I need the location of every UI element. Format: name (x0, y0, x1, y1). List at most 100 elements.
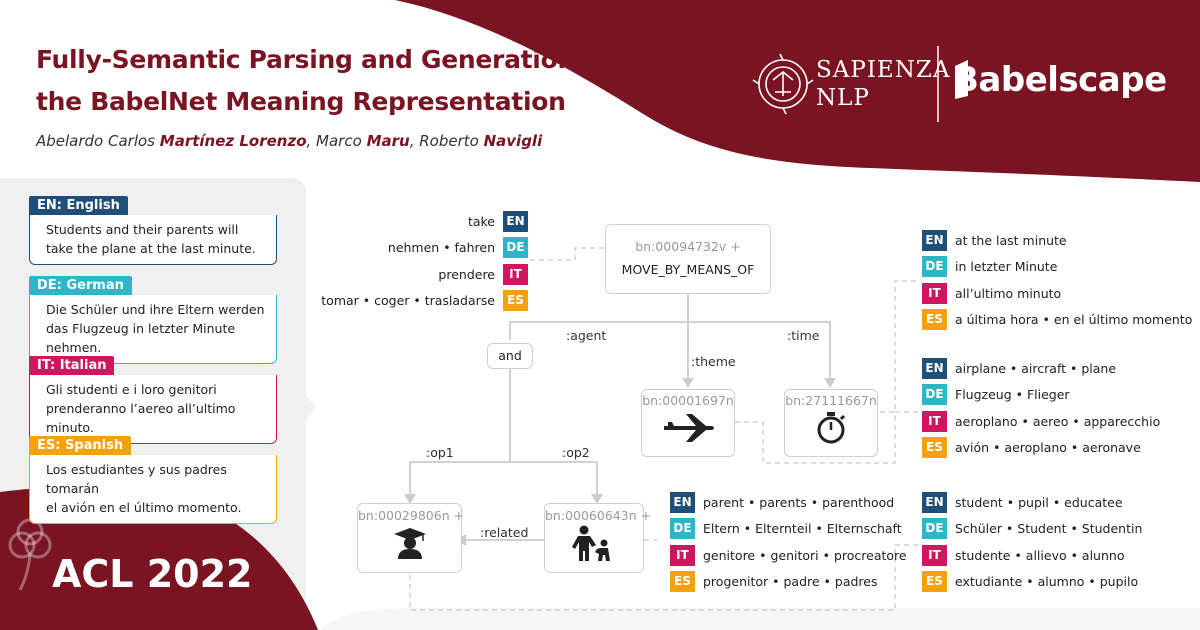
lexicalization-row: ES progenitor • padre • padres (670, 571, 877, 593)
arrow-op1 (404, 494, 416, 504)
stopwatch-icon (817, 412, 846, 444)
language-badge-es: ES (922, 437, 947, 458)
lexicalization-row: IT genitore • genitori • procreatore (670, 544, 907, 566)
sentence-box-body: Gli studenti e i loro genitori prenderann… (29, 375, 277, 444)
node-parent-id: bn:00060643n + (545, 508, 652, 523)
sapienza-logo-text: SAPIENZA (816, 57, 951, 83)
lexicalization-text: a última hora • en el último momento (955, 312, 1193, 327)
lexicalization-text: studente • allievo • alunno (955, 547, 1125, 563)
language-badge-es: ES (922, 571, 947, 592)
node-time[interactable]: bn:27111667n (784, 389, 878, 457)
node-plane-id: bn:00001697n (642, 393, 734, 408)
arrow-theme (682, 378, 694, 388)
lexicalization-text: genitore • genitori • procreatore (703, 547, 907, 563)
node-student[interactable]: bn:00029806n + (357, 503, 465, 573)
author-last-name: Navigli (483, 132, 543, 150)
lexicalization-text: take (467, 213, 495, 229)
language-badge-en: EN (670, 491, 695, 513)
edge-op2-label: :op2 (562, 445, 590, 460)
language-badge-en: EN (922, 357, 947, 379)
footer-wave (318, 608, 1200, 630)
node-and[interactable]: and (487, 343, 533, 369)
node-root-label: MOVE_BY_MEANS_OF (621, 262, 755, 277)
lexicalization-row: IT aeroplano • aereo • apparecchio (922, 410, 1160, 432)
language-badge-it: IT (922, 410, 947, 432)
node-and-label: and (498, 348, 522, 363)
author-separator: , (306, 132, 317, 150)
lexicalization-row: DE Eltern • Elternteil • Elternschaft (670, 518, 902, 540)
language-badge-de: DE (670, 518, 695, 539)
sentence-box-body: Los estudiantes y sus padres tomarán el a… (29, 455, 277, 524)
language-badge-it: IT (670, 544, 695, 566)
sentence-line: Los estudiantes y sus padres tomarán (46, 462, 227, 496)
language-badge-it: IT (922, 282, 947, 304)
arrow-op2 (591, 494, 603, 504)
language-badge-it: IT (922, 544, 947, 566)
sentence-line: Students and their parents will (46, 222, 239, 237)
conference-label: ACL 2022 (52, 552, 253, 596)
language-badge-es: ES (670, 571, 695, 592)
lexicalization-text: student • pupil • educatee (955, 494, 1123, 510)
sentence-line: Die Schüler und ihre Eltern werden (46, 302, 265, 317)
logo-divider (937, 46, 939, 122)
dash-take (530, 247, 605, 261)
edge-theme-label: :theme (691, 354, 736, 369)
edge-op1-line (409, 461, 510, 494)
edge-time-line (688, 321, 831, 378)
sentence-line: el avión en el último momento. (46, 500, 242, 515)
language-badge-de: DE (503, 237, 528, 258)
sentence-line: take the plane at the last minute. (46, 241, 256, 256)
lexicalization-text: progenitor • padre • padres (703, 574, 878, 589)
sentence-line: Gli studenti e i loro genitori (46, 382, 217, 397)
lexicalization-text: parent • parents • parenthood (703, 494, 895, 510)
edge-related-label: :related (480, 525, 529, 540)
author-last-name: Maru (366, 132, 410, 150)
lexicalization-text: Eltern • Elternteil • Elternschaft (703, 521, 902, 536)
lexicalization-text: airplane • aircraft • plane (955, 360, 1117, 376)
sentence-box-header: DE: German (29, 276, 132, 295)
lexicalization-row: EN parent • parents • parenthood (670, 491, 894, 513)
lexicalization-text: aeroplano • aereo • apparecchio (955, 413, 1161, 429)
author-list: Abelardo Carlos Martínez Lorenzo, Marco … (36, 132, 542, 150)
lexicalization-text: extudiante • alumno • pupilo (955, 574, 1139, 589)
lexicalization-text: all’ultimo minuto (955, 285, 1062, 301)
node-time-id: bn:27111667n (785, 393, 877, 408)
node-move-by-means-of[interactable]: bn:00094732v + MOVE_BY_MEANS_OF (605, 224, 771, 294)
nlp-logo-text: NLP (816, 85, 870, 111)
node-parent[interactable]: bn:00060643n + (544, 503, 652, 573)
edge-op1-label: :op1 (426, 445, 454, 460)
lexicalization-row: EN airplane • aircraft • plane (922, 357, 1116, 379)
lexicalization-row: IT studente • allievo • alunno (922, 544, 1124, 566)
node-airplane[interactable]: bn:00001697n (641, 389, 735, 457)
lexicalization-row: DE in letzter Minute (922, 256, 1057, 278)
lexicalization-text: in letzter Minute (955, 259, 1058, 274)
babelscape-mark-icon (955, 60, 968, 99)
sentence-box-header: ES: Spanish (29, 436, 132, 455)
trefoil-watermark-icon (8, 518, 52, 591)
arrow-time (824, 378, 836, 388)
language-badge-de: DE (922, 256, 947, 277)
header-band (395, 0, 1200, 182)
sentence-box-header: EN: English (29, 196, 128, 215)
parent-child-icon (572, 525, 610, 561)
node-student-id: bn:00029806n + (358, 508, 465, 523)
sapienza-seal-icon (752, 53, 814, 115)
dash-last-minute (880, 280, 918, 413)
dash-airplane (735, 411, 918, 464)
sentence-line: prenderanno l’aereo all’ultimo minuto. (46, 401, 236, 435)
author-separator: , (409, 132, 420, 150)
lexicalization-row: ES extudiante • alumno • pupilo (922, 571, 1138, 593)
edge-op2-line (510, 461, 598, 494)
language-badge-de: DE (922, 518, 947, 539)
lexicalization-text: prendere (438, 266, 495, 282)
language-badge-es: ES (503, 290, 528, 311)
